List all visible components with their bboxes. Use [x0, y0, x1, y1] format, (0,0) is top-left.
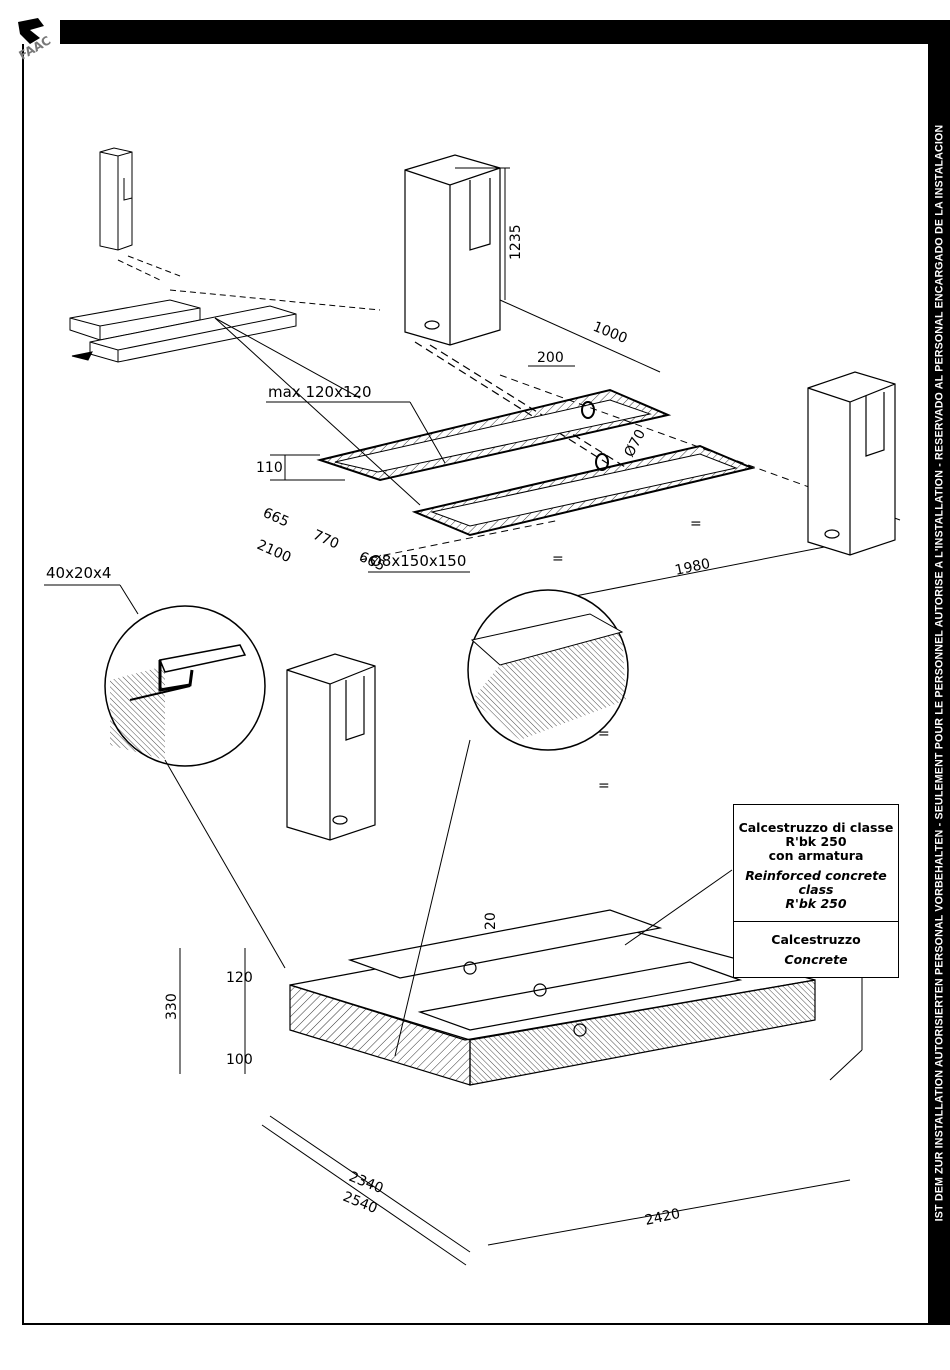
eq-mark-4: =: [598, 778, 610, 794]
small-post-sketch: [69, 147, 381, 363]
detail-mesh: [467, 589, 629, 751]
dim-1235-label: 1235: [508, 224, 524, 260]
dim-770-label: 770: [310, 527, 341, 552]
dim-100-label: 100: [226, 1052, 253, 1068]
sidebar-notice-bar: [928, 20, 950, 1325]
legend-it-line1: Calcestruzzo di classe: [738, 820, 894, 835]
dim-height: [455, 167, 661, 373]
label-max-section: max 120x120: [268, 383, 372, 401]
label-angle-iron: 40x20x4: [46, 564, 111, 582]
dim-110-label: 110: [256, 460, 283, 476]
dim-2100-label: 2100: [254, 537, 293, 566]
dim-2420-label: 2420: [644, 1206, 682, 1229]
legend-it-line3: con armatura: [768, 848, 864, 863]
label-mesh: Ø8x150x150: [370, 552, 466, 570]
dim-200-label: 200: [537, 350, 564, 366]
legend-it-line2: R'bk 250: [785, 834, 847, 849]
detail-angle-iron: [104, 605, 266, 767]
legend-en-line1: Reinforced concrete: [745, 868, 887, 883]
header-bar: [60, 20, 930, 44]
faac-logo: FAAC: [17, 18, 53, 63]
dim-665a-label: 665: [260, 505, 291, 530]
dim-diam70-label: Ø70: [621, 427, 649, 460]
concrete-legend: Calcestruzzo di classe R'bk 250 con arma…: [733, 804, 899, 978]
legend-it-plain: Calcestruzzo: [771, 932, 861, 947]
trench-2: [411, 444, 756, 537]
dim-120-label: 120: [226, 970, 253, 986]
legend-divider: [734, 921, 898, 922]
post-upper: [404, 154, 631, 471]
post-right: [807, 371, 896, 556]
legend-en-plain: Concrete: [784, 952, 848, 967]
dim-lines-bottom: [179, 948, 851, 1266]
legend-en-line3: R'bk 250: [785, 896, 847, 911]
legend-en-line2: class: [798, 882, 834, 897]
dim-1980-label: 1980: [674, 556, 712, 579]
frame-bottom-border: [22, 1323, 930, 1325]
dim-330-label: 330: [164, 993, 180, 1020]
trench-1: [316, 388, 672, 482]
eq-mark-3: =: [598, 726, 610, 742]
dim-20-label: 20: [483, 912, 499, 930]
post-lower: [286, 653, 376, 841]
foundation-slab: [289, 909, 816, 1086]
eq-mark-1: =: [552, 551, 564, 567]
frame-left-border: [22, 44, 24, 1325]
legend-leaders: [164, 739, 863, 1081]
eq-mark-2: =: [690, 516, 702, 532]
